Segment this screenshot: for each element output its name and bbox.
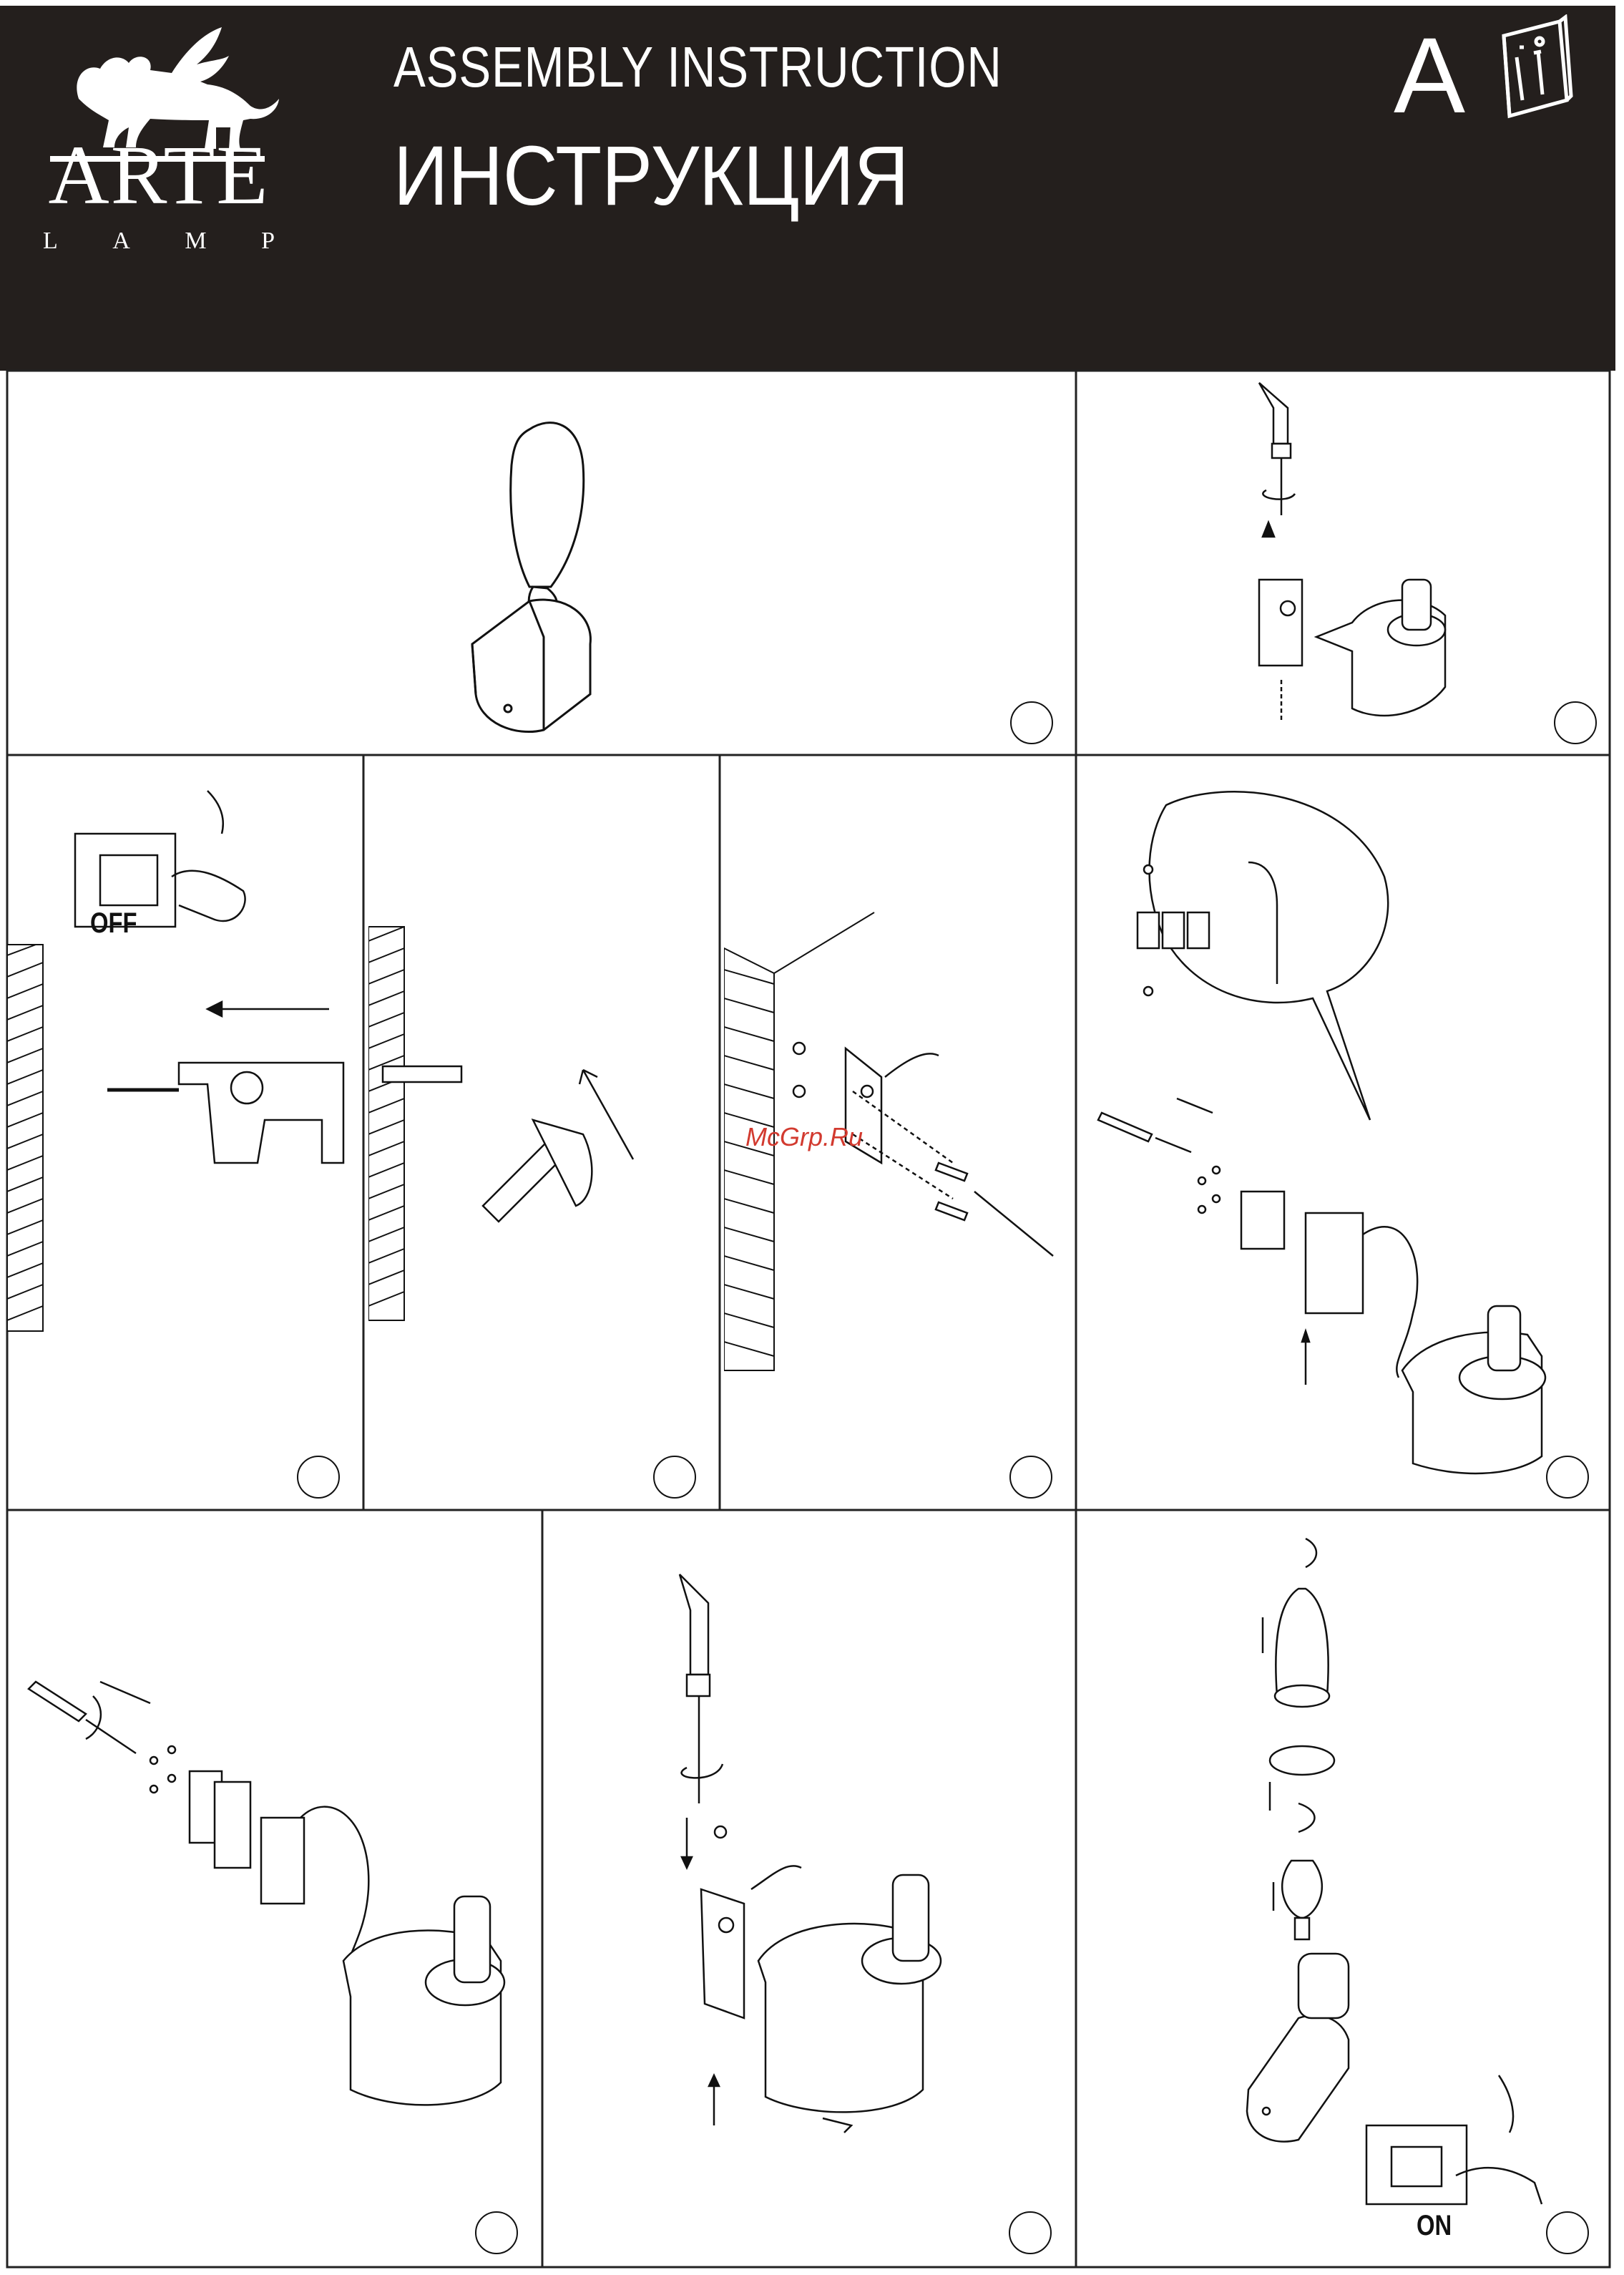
panel-mount-bracket xyxy=(724,762,1071,1478)
info-book-icon xyxy=(1495,14,1574,122)
header-banner: ARTE L A M P ASSEMBLY INSTRUCTION ИНСТРУ… xyxy=(0,6,1615,371)
step-marker xyxy=(475,2211,518,2254)
step-marker xyxy=(1010,701,1053,744)
panel-fix-fixture xyxy=(551,1517,1066,2233)
step-marker xyxy=(1546,1456,1589,1499)
panel-wiring-detail xyxy=(1084,762,1606,1478)
brand-sub-letter: A xyxy=(112,228,130,255)
panel-fixture-overview xyxy=(429,408,644,737)
step-marker xyxy=(1554,701,1597,744)
power-on-label: ON xyxy=(1417,2210,1452,2242)
brand-name: ARTE xyxy=(37,133,280,218)
language-letter: A xyxy=(1394,21,1465,129)
brand-subtitle: L A M P xyxy=(37,228,280,255)
panel-install-lamp-power-on xyxy=(1084,1517,1606,2233)
panel-remove-bracket xyxy=(1245,379,1474,737)
brand-sub-letter: L xyxy=(43,228,58,255)
title-russian: ИНСТРУКЦИЯ xyxy=(393,127,909,225)
panel-insert-dowel xyxy=(368,762,715,1478)
panel-switch-off-drill xyxy=(7,762,358,1478)
brand-sub-letter: P xyxy=(261,228,275,255)
step-marker xyxy=(1009,1456,1052,1499)
power-off-label: OFF xyxy=(90,907,137,940)
step-marker xyxy=(1546,2211,1589,2254)
step-marker xyxy=(653,1456,696,1499)
panel-attach-transformer xyxy=(14,1517,529,2233)
step-marker xyxy=(297,1456,340,1499)
watermark-text: McGrp.Ru xyxy=(745,1122,863,1152)
title-english: ASSEMBLY INSTRUCTION xyxy=(393,34,1002,100)
brand-sub-letter: M xyxy=(185,228,206,255)
step-marker xyxy=(1009,2211,1052,2254)
